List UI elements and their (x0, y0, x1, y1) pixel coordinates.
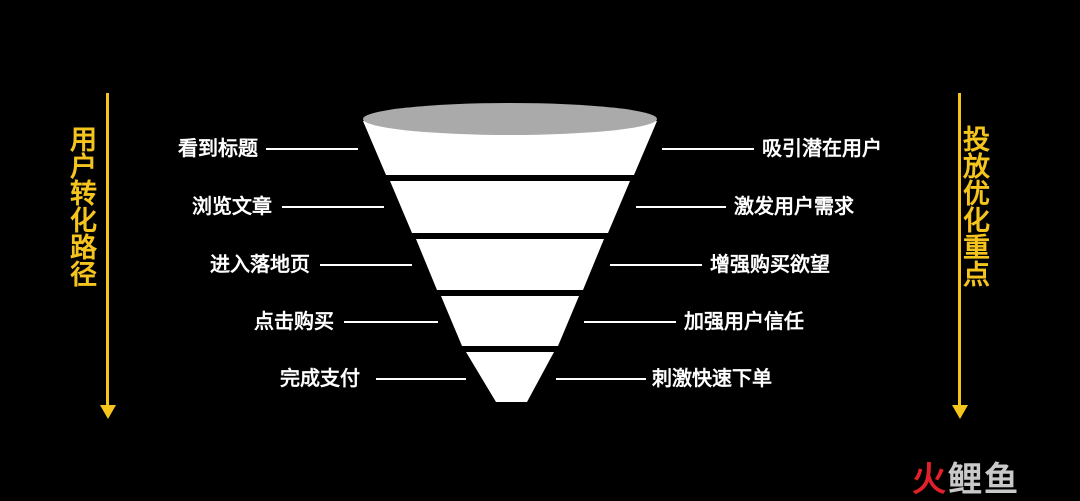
funnel-shape (363, 103, 657, 402)
stage-left-label-5: 完成支付 (280, 366, 360, 390)
stage-right-label-4: 加强用户信任 (684, 309, 804, 333)
stage-left-label-3: 进入落地页 (210, 252, 310, 276)
stage-right-label-3: 增强购买欲望 (710, 252, 830, 276)
stage-left-connector-2 (282, 206, 384, 208)
right-axis-title: 投放优化重点 (958, 125, 989, 287)
funnel-top (363, 103, 657, 135)
funnel-segment-2 (390, 181, 630, 233)
stage-right-label-1: 吸引潜在用户 (762, 136, 882, 160)
stage-left-label-1: 看到标题 (178, 136, 258, 160)
right-axis-line (958, 93, 961, 411)
stage-right-connector-3 (610, 264, 702, 266)
stage-right-label-2: 激发用户需求 (734, 194, 854, 218)
stage-right-connector-2 (636, 206, 726, 208)
stage-left-connector-1 (266, 148, 358, 150)
watermark-rest: 鲤鱼 (948, 460, 1020, 500)
stage-right-connector-4 (584, 321, 676, 323)
left-axis-line (106, 93, 109, 411)
stage-right-connector-1 (662, 148, 754, 150)
funnel-segment-1 (363, 121, 657, 175)
stage-right-label-5: 刺激快速下单 (652, 366, 772, 390)
stage-left-label-2: 浏览文章 (192, 194, 272, 218)
watermark-fire: 火 (912, 460, 948, 500)
stage-left-connector-5 (376, 378, 466, 380)
left-arrow-icon (100, 405, 116, 419)
watermark-logo: 火鲤鱼 (912, 452, 1020, 501)
funnel-segment-5 (466, 352, 554, 402)
left-axis-title: 用户转化路径 (65, 125, 96, 287)
stage-left-label-4: 点击购买 (254, 309, 334, 333)
right-arrow-icon (952, 405, 968, 419)
stage-right-connector-5 (556, 378, 646, 380)
funnel-segment-3 (416, 239, 604, 290)
stage-left-connector-4 (344, 321, 438, 323)
stage-left-connector-3 (320, 264, 412, 266)
funnel-segment-4 (441, 296, 579, 346)
